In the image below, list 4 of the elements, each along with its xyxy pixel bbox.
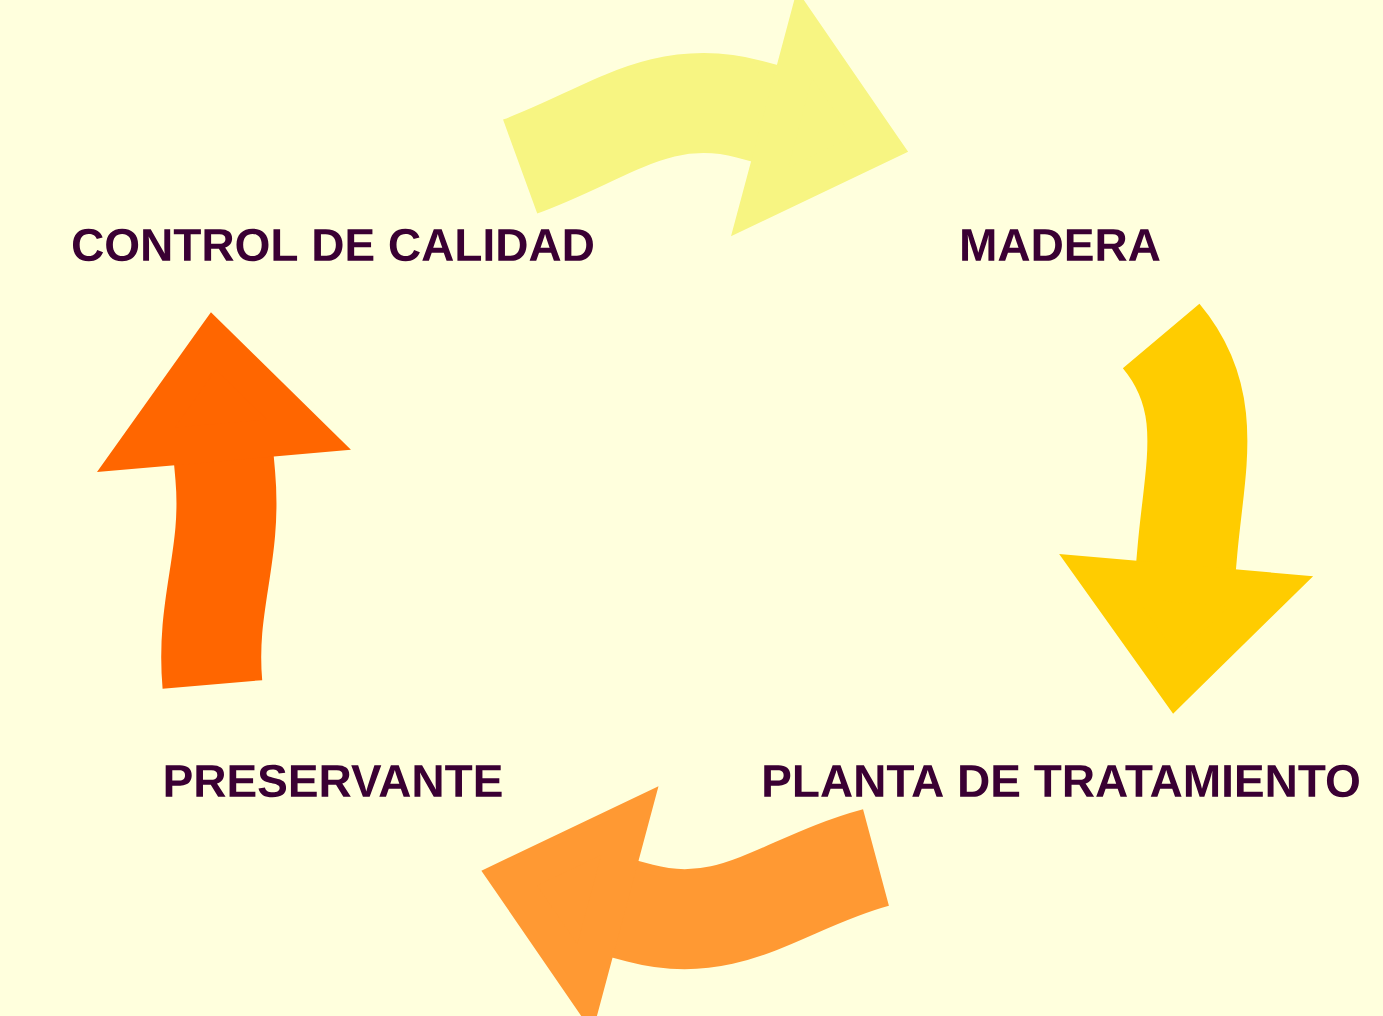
step-label: CONTROL DE CALIDAD xyxy=(72,228,593,262)
step-label: PLANTA DE TRATAMIENTO xyxy=(764,764,1359,798)
step-label: PRESERVANTE xyxy=(165,764,502,798)
step-label: MADERA xyxy=(962,229,1160,261)
